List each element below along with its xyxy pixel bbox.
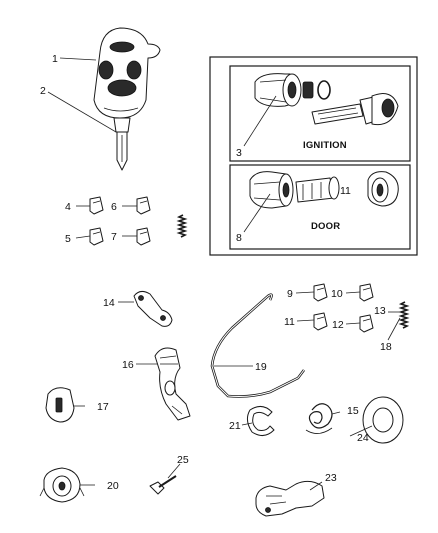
actuator-part <box>255 480 325 517</box>
callout-18: 18 <box>380 341 392 353</box>
callout-15: 15 <box>347 405 359 417</box>
callout-20: 20 <box>107 480 119 492</box>
callout-9: 9 <box>287 288 293 300</box>
callout-8: 8 <box>236 232 242 244</box>
callout-1: 1 <box>52 53 58 65</box>
callout-16: 16 <box>122 359 134 371</box>
callout-25: 25 <box>177 454 189 466</box>
retainer-clip-part <box>246 406 275 436</box>
ignition-door-frame <box>209 56 418 256</box>
door-cylinder-part <box>249 171 399 209</box>
callout-3: 3 <box>236 147 242 159</box>
callout-labels: 1 2 3 4 5 6 7 8 9 10 11 12 13 14 15 16 1… <box>40 53 392 492</box>
callout-12: 12 <box>332 319 344 331</box>
callout-14: 14 <box>103 297 115 309</box>
callout-21: 21 <box>229 420 241 432</box>
screw-part <box>149 475 177 495</box>
callout-4: 4 <box>65 201 71 213</box>
ignition-caption: IGNITION <box>303 140 347 151</box>
ignition-subframe <box>229 65 411 162</box>
callout-7: 7 <box>111 231 117 243</box>
callout-2: 2 <box>40 85 46 97</box>
lock-housing-part <box>154 347 191 421</box>
callout-23: 23 <box>325 472 337 484</box>
cap-part <box>45 387 75 423</box>
bezel-ring-part <box>362 396 404 444</box>
clip-parts <box>89 196 374 333</box>
callout-11: 11 <box>284 316 295 328</box>
leader-lines <box>47 57 401 491</box>
door-marker-label: 11 <box>340 185 351 197</box>
ignition-cylinder-part <box>254 73 399 126</box>
linkage-rod-part <box>210 293 306 398</box>
callout-17: 17 <box>97 401 109 413</box>
callout-6: 6 <box>111 201 117 213</box>
callout-10: 10 <box>331 288 343 300</box>
key-fob-part <box>93 27 161 171</box>
door-caption: DOOR <box>311 221 340 232</box>
door-subframe <box>229 164 411 250</box>
spring-parts <box>176 214 410 329</box>
callout-13: 13 <box>374 305 386 317</box>
callout-24: 24 <box>357 432 369 444</box>
lock-assembly-part <box>39 467 85 503</box>
bracket-part <box>133 290 173 327</box>
callout-19: 19 <box>255 361 267 373</box>
callout-5: 5 <box>65 233 71 245</box>
coil-spring-part <box>305 403 333 434</box>
